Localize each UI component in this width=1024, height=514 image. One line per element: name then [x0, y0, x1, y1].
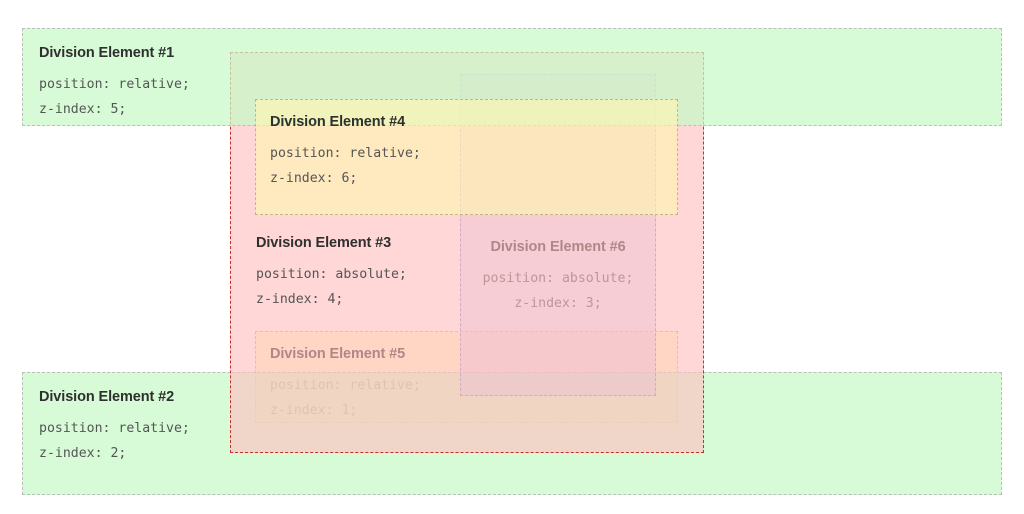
division-element-4-zindex: z-index: 6; — [270, 171, 358, 187]
division-element-3-position: position: absolute; — [256, 266, 407, 282]
division-element-3-content: Division Element #3 position: absolute; … — [256, 233, 407, 312]
division-element-2-position: position: relative; — [39, 420, 190, 436]
division-element-2-title: Division Element #2 — [39, 389, 175, 405]
division-element-3-title: Division Element #3 — [256, 235, 392, 251]
division-element-4[interactable]: Division Element #4 position: relative; … — [255, 99, 678, 215]
division-element-4-position: position: relative; — [270, 145, 421, 161]
division-element-2-zindex: z-index: 2; — [39, 446, 127, 462]
division-element-1-zindex: z-index: 5; — [39, 102, 127, 118]
division-element-3-zindex: z-index: 4; — [256, 292, 344, 308]
division-element-4-title: Division Element #4 — [270, 114, 406, 130]
division-element-1-title: Division Element #1 — [39, 45, 175, 61]
division-element-1-position: position: relative; — [39, 76, 190, 92]
